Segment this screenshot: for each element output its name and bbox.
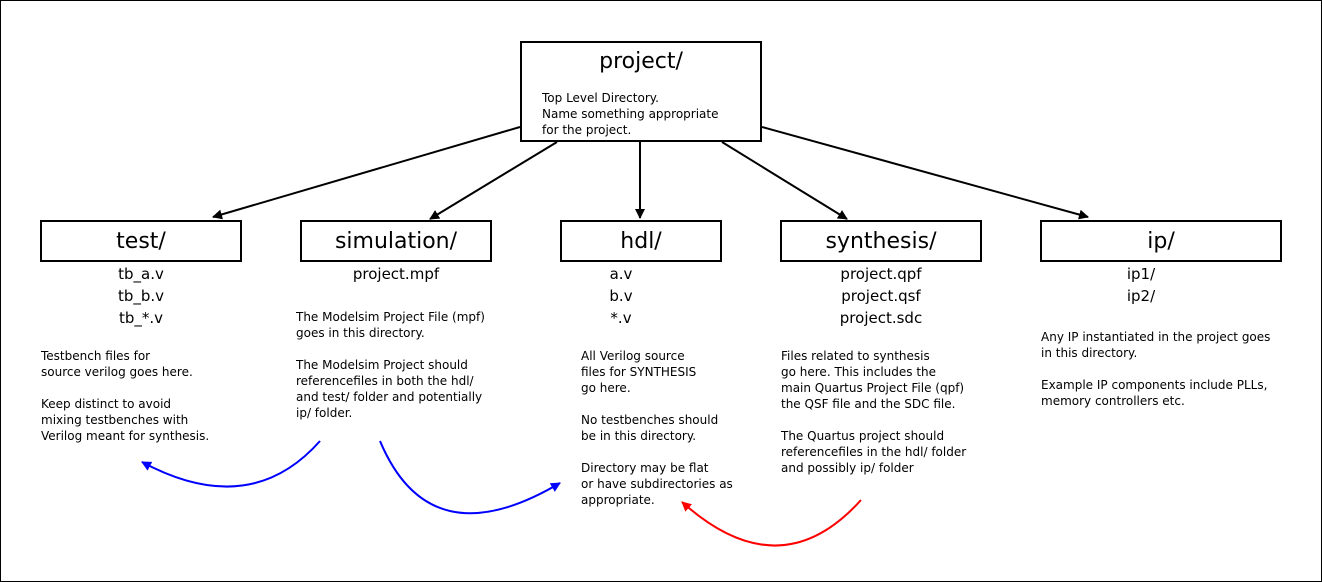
desc-line: Verilog meant for synthesis.: [41, 429, 210, 443]
test-directory-box: test/: [40, 220, 242, 262]
desc-line: ip/ folder.: [296, 406, 353, 420]
synthesis-file-list: project.qpf project.qsf project.sdc: [780, 263, 982, 329]
desc-line: Any IP instantiated in the project goes: [1041, 330, 1271, 344]
arrow-root-to-ip: [761, 126, 1089, 220]
file-name: tb_a.v: [118, 265, 164, 283]
arrow-root-to-test: [212, 126, 521, 220]
test-description: Testbench files for source verilog goes …: [41, 348, 209, 444]
simulation-title: simulation/: [334, 229, 458, 254]
hdl-directory-box: hdl/: [560, 220, 722, 262]
root-description: Top Level Directory. Name something appr…: [542, 90, 719, 138]
curved-arrow-synthesis-to-hdl: [681, 499, 862, 547]
desc-line: Keep distinct to avoid: [41, 397, 172, 411]
root-title: project/: [599, 49, 683, 74]
desc-line: Files related to synthesis: [781, 349, 930, 363]
file-name: tb_b.v: [117, 287, 165, 305]
root-desc-line: Top Level Directory.: [542, 91, 659, 105]
desc-line: All Verilog source: [581, 349, 685, 363]
hdl-description: All Verilog source files for SYNTHESIS g…: [581, 348, 733, 508]
desc-line: mixing testbenches with: [41, 413, 189, 427]
arrow-root-to-synthesis: [721, 141, 848, 220]
file-name: project.qsf: [841, 287, 921, 305]
desc-line: and possibly ip/ folder: [781, 461, 914, 475]
simulation-file-list: project.mpf: [300, 263, 492, 285]
desc-line: appropriate.: [581, 493, 655, 507]
desc-line: or have subdirectories as: [581, 477, 733, 491]
curved-arrow-simulation-to-test: [141, 440, 321, 488]
root-desc-line: Name something appropriate: [542, 107, 719, 121]
file-name: tb_*.v: [118, 309, 164, 327]
file-name: a.v: [609, 265, 633, 283]
file-name: ip2/: [1126, 287, 1156, 305]
file-name: b.v: [609, 287, 633, 305]
desc-line: source verilog goes here.: [41, 365, 193, 379]
curved-arrow-simulation-to-hdl: [379, 440, 561, 515]
desc-line: memory controllers etc.: [1041, 394, 1185, 408]
desc-line: the QSF file and the SDC file.: [781, 397, 956, 411]
ip-title: ip/: [1147, 229, 1175, 254]
desc-line: Directory may be flat: [581, 461, 709, 475]
simulation-description: The Modelsim Project File (mpf) goes in …: [296, 309, 485, 421]
desc-line: Testbench files for: [41, 349, 151, 363]
arrow-root-to-simulation: [429, 141, 558, 220]
desc-line: Example IP components include PLLs,: [1041, 378, 1268, 392]
file-name: ip1/: [1126, 265, 1156, 283]
simulation-directory-box: simulation/: [300, 220, 492, 262]
desc-line: referencefiles in the hdl/ folder: [781, 445, 967, 459]
hdl-file-list: a.v b.v *.v: [560, 263, 682, 329]
file-name: project.qpf: [840, 265, 922, 283]
synthesis-title: synthesis/: [825, 229, 937, 254]
desc-line: main Quartus Project File (qpf): [781, 381, 965, 395]
file-name: project.mpf: [352, 265, 440, 283]
root-directory-box: project/ Top Level Directory. Name somet…: [520, 41, 762, 142]
desc-line: and test/ folder and potentially: [296, 390, 483, 404]
desc-line: No testbenches should: [581, 413, 719, 427]
desc-line: The Modelsim Project should: [296, 358, 468, 372]
ip-description: Any IP instantiated in the project goes …: [1041, 329, 1270, 409]
desc-line: goes in this directory.: [296, 326, 425, 340]
desc-line: go here.: [581, 381, 631, 395]
ip-directory-box: ip/: [1040, 220, 1282, 262]
desc-line: go here. This includes the: [781, 365, 937, 379]
test-title: test/: [116, 229, 166, 254]
desc-line: referencefiles in both the hdl/: [296, 374, 474, 388]
test-file-list: tb_a.v tb_b.v tb_*.v: [40, 263, 242, 329]
desc-line: The Quartus project should: [781, 429, 945, 443]
synthesis-directory-box: synthesis/: [780, 220, 982, 262]
ip-file-list: ip1/ ip2/: [1040, 263, 1242, 307]
desc-line: in this directory.: [1041, 346, 1138, 360]
desc-line: be in this directory.: [581, 429, 697, 443]
synthesis-description: Files related to synthesis go here. This…: [781, 348, 966, 476]
file-name: project.sdc: [839, 309, 923, 327]
file-name: *.v: [610, 309, 632, 327]
desc-line: files for SYNTHESIS: [581, 365, 697, 379]
hdl-title: hdl/: [620, 229, 662, 254]
desc-line: The Modelsim Project File (mpf): [296, 310, 485, 324]
root-desc-line: for the project.: [542, 123, 632, 137]
